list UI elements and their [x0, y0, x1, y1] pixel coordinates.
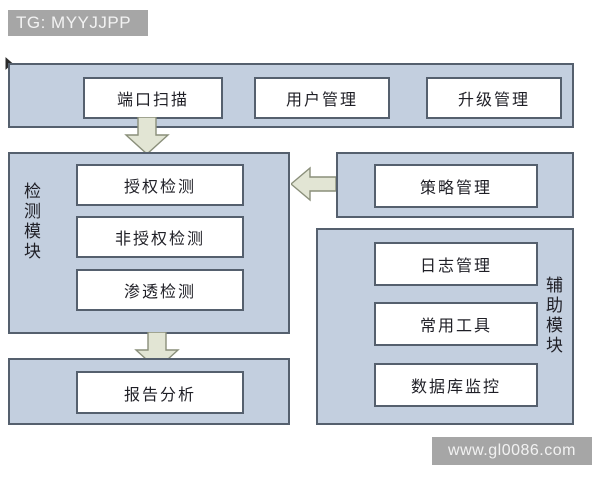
node-policy-management[interactable]: 策略管理 [374, 164, 538, 208]
node-report-analysis[interactable]: 报告分析 [76, 371, 244, 414]
auxiliary-module-panel: 辅助模块 日志管理 常用工具 数据库监控 [316, 228, 574, 425]
detection-module-title: 检测模块 [21, 182, 40, 262]
node-user-management[interactable]: 用户管理 [254, 77, 390, 119]
top-bar-panel: 端口扫描 用户管理 升级管理 [8, 63, 574, 128]
watermark-top-left: TG: MYYJJPP [8, 10, 148, 36]
node-unauthorized-detection[interactable]: 非授权检测 [76, 216, 244, 258]
node-log-management[interactable]: 日志管理 [374, 242, 538, 286]
arrow-policy-to-detection [291, 166, 337, 202]
node-database-monitoring[interactable]: 数据库监控 [374, 363, 538, 407]
node-penetration-detection[interactable]: 渗透检测 [76, 269, 244, 311]
detection-module-panel: 检测模块 授权检测 非授权检测 渗透检测 [8, 152, 290, 334]
auxiliary-module-title: 辅助模块 [543, 276, 562, 356]
arrow-portscan-to-detection [124, 117, 170, 155]
node-authorized-detection[interactable]: 授权检测 [76, 164, 244, 206]
node-common-tools[interactable]: 常用工具 [374, 302, 538, 346]
policy-panel: 策略管理 [336, 152, 574, 218]
watermark-bottom-right: www.gl0086.com [432, 437, 592, 465]
node-upgrade-management[interactable]: 升级管理 [426, 77, 562, 119]
report-panel: 报告分析 [8, 358, 290, 425]
node-port-scan[interactable]: 端口扫描 [83, 77, 223, 119]
